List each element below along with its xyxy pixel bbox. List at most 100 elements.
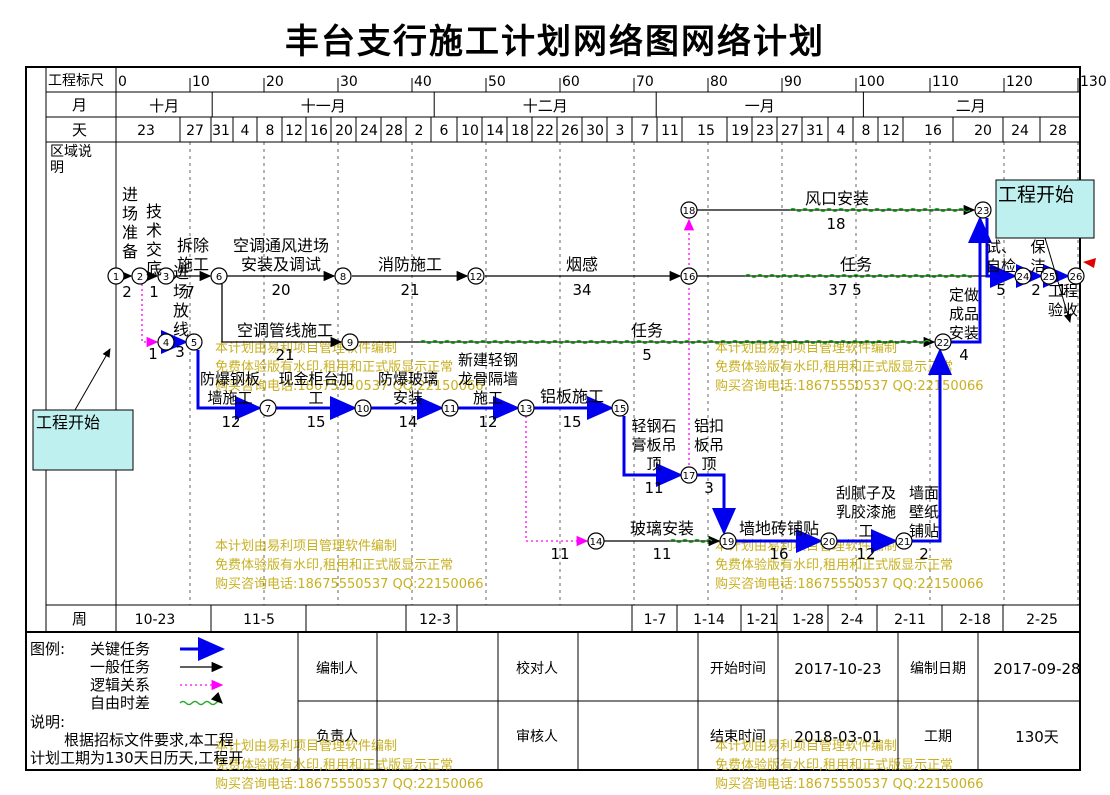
node-22: 22 bbox=[934, 333, 952, 351]
task-duration: 12 bbox=[478, 413, 497, 431]
task-duration: 2 bbox=[1031, 281, 1041, 299]
task-name: 进场准备 bbox=[122, 185, 138, 261]
task-duration: 1 bbox=[149, 283, 159, 301]
task-duration: 21 bbox=[275, 346, 294, 364]
day-cell: 12 bbox=[882, 123, 900, 139]
node-16: 16 bbox=[680, 267, 698, 285]
node-1: 1 bbox=[107, 267, 125, 285]
watermark-line: 免费体验版有水印,租用和正式版显示正常 bbox=[715, 359, 953, 375]
day-cell: 3 bbox=[616, 123, 625, 139]
legend-logic: 逻辑关系 bbox=[90, 676, 150, 694]
node-number: 26 bbox=[1070, 272, 1083, 283]
week-cell: 1-14 bbox=[693, 612, 725, 628]
scale-tick: 0 bbox=[118, 74, 127, 90]
task-edge bbox=[221, 284, 343, 348]
legend-critical: 关键任务 bbox=[90, 640, 150, 658]
task-edge bbox=[912, 348, 952, 543]
node-18: 18 bbox=[680, 201, 698, 219]
task-duration: 2 bbox=[122, 283, 132, 301]
scale-tick: 90 bbox=[784, 74, 802, 90]
node-6: 6 bbox=[210, 267, 228, 285]
node-8: 8 bbox=[334, 267, 352, 285]
day-cell: 24 bbox=[1011, 123, 1029, 139]
notes-line1: 根据招标文件要求,本工程 bbox=[64, 731, 234, 749]
watermark-line: 本计划由易利项目管理软件编制 bbox=[215, 341, 397, 356]
node-13: 13 bbox=[517, 399, 535, 417]
week-cell: 2-18 bbox=[959, 612, 991, 628]
watermark-line: 本计划由易利项目管理软件编制 bbox=[215, 739, 397, 754]
task-duration: 3 bbox=[704, 479, 714, 497]
annotation-box-start-right bbox=[995, 179, 1095, 239]
node-number: 9 bbox=[347, 338, 353, 349]
page-title: 丰台支行施工计划网络图网络计划 bbox=[285, 22, 825, 62]
watermark-line: 免费体验版有水印,租用和正式版显示正常 bbox=[215, 757, 453, 773]
day-cell: 28 bbox=[385, 123, 403, 139]
day-cell: 18 bbox=[511, 123, 529, 139]
task-duration: 11 bbox=[652, 545, 671, 563]
week-label: 周 bbox=[72, 610, 87, 628]
float-line bbox=[744, 273, 974, 279]
watermark-line: 本计划由易利项目管理软件编制 bbox=[715, 341, 897, 356]
day-cell: 30 bbox=[586, 123, 604, 139]
day-cell: 20 bbox=[335, 123, 353, 139]
logic-edge bbox=[525, 416, 589, 547]
node-15: 15 bbox=[611, 399, 629, 417]
legend-normal: 一般任务 bbox=[90, 658, 150, 676]
watermark-line: 购买咨询电话:18675550537 QQ:22150066 bbox=[715, 776, 984, 792]
task-duration: 3 bbox=[175, 343, 185, 361]
day-cell: 27 bbox=[781, 123, 799, 139]
scale-tick: 40 bbox=[414, 74, 432, 90]
node-10: 10 bbox=[354, 399, 372, 417]
day-cell: 14 bbox=[486, 123, 504, 139]
day-cell: 8 bbox=[862, 123, 871, 139]
scale-label: 工程标尺 bbox=[48, 73, 104, 89]
node-number: 3 bbox=[163, 272, 169, 283]
watermark-line: 免费体验版有水印,租用和正式版显示正常 bbox=[215, 557, 453, 573]
day-cell: 26 bbox=[561, 123, 579, 139]
day-cell: 6 bbox=[440, 123, 449, 139]
watermark-line: 免费体验版有水印,租用和正式版显示正常 bbox=[715, 757, 953, 773]
scale-tick: 50 bbox=[488, 74, 506, 90]
node-number: 2 bbox=[137, 272, 143, 283]
task-duration: 7 bbox=[185, 283, 195, 301]
task-name: 玻璃安装 bbox=[630, 519, 694, 538]
period-label: 工期 bbox=[924, 729, 952, 745]
task-duration: 14 bbox=[398, 413, 417, 431]
start-value: 2017-10-23 bbox=[794, 660, 881, 678]
task-name: 防爆钢板墙施工 bbox=[200, 370, 260, 407]
day-label: 天 bbox=[72, 121, 87, 139]
task-duration: 20 bbox=[271, 281, 290, 299]
node-20: 20 bbox=[820, 532, 838, 550]
date-label: 编制日期 bbox=[910, 661, 966, 677]
node-number: 22 bbox=[937, 338, 950, 349]
task-duration: 12 bbox=[221, 413, 240, 431]
day-cell: 20 bbox=[974, 123, 992, 139]
day-cell: 8 bbox=[266, 123, 275, 139]
legend-float: 自由时差 bbox=[90, 694, 150, 712]
task-edge bbox=[697, 473, 736, 535]
task-name: 防爆玻璃安装 bbox=[378, 370, 438, 407]
annotation-start-right: 工程开始 bbox=[998, 184, 1074, 206]
task-duration: 5 bbox=[642, 346, 652, 364]
task-name: 试、自检 bbox=[986, 238, 1016, 275]
logic-duration: 1 bbox=[148, 345, 158, 363]
legend-title: 图例: bbox=[30, 640, 65, 658]
node-number: 24 bbox=[1017, 272, 1030, 283]
checker-label: 校对人 bbox=[516, 660, 558, 677]
node-number: 7 bbox=[265, 404, 271, 415]
task-edge bbox=[622, 416, 683, 487]
scale-tick: 80 bbox=[710, 74, 728, 90]
area-label: 区域说明 bbox=[50, 144, 92, 176]
day-cell: 15 bbox=[697, 123, 715, 139]
start-label: 开始时间 bbox=[710, 661, 766, 677]
task-name: 空调管线施工 bbox=[237, 321, 333, 340]
node-17: 17 bbox=[680, 466, 698, 484]
month-cell: 十一月 bbox=[301, 97, 346, 115]
day-cell: 12 bbox=[285, 123, 303, 139]
node-3: 3 bbox=[157, 267, 175, 285]
node-23: 23 bbox=[974, 201, 992, 219]
task-name: 空调通风进场安装及调试 bbox=[233, 236, 329, 274]
watermark-line: 购买咨询电话:18675550537 QQ:22150066 bbox=[215, 576, 484, 592]
task-name: 拆除施工 bbox=[177, 236, 209, 274]
task-edge bbox=[951, 216, 992, 344]
